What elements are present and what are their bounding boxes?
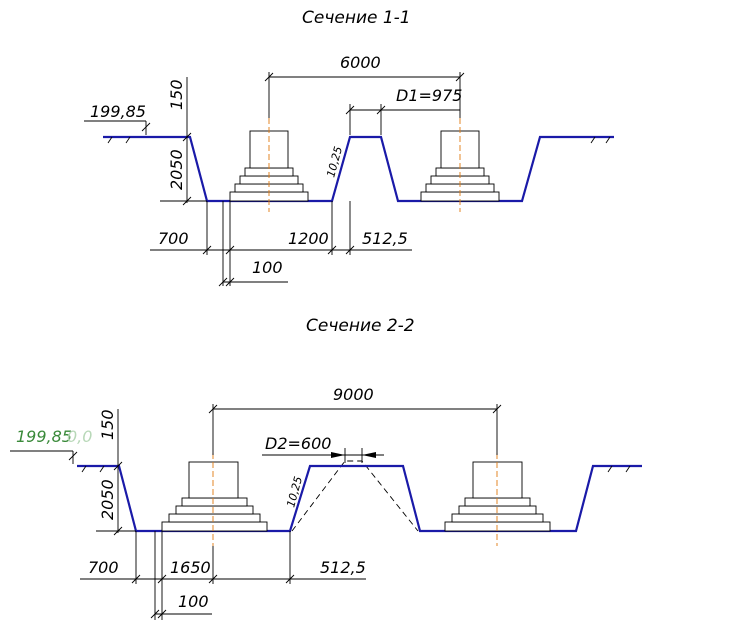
section-1-mid-label: 1200: [288, 229, 329, 248]
section-2-foundation-left: [161, 461, 268, 532]
section-2-arrow-right-icon: [362, 452, 376, 458]
section-2-mid-label: 1650: [170, 558, 211, 577]
section-2-dashed-slopes: [291, 460, 419, 532]
section-2-span-label: 9000: [333, 385, 374, 404]
section-1-d1-label: D1=975: [396, 86, 462, 105]
section-2-right-label: 512,5: [320, 558, 366, 577]
section-1-span-label: 6000: [340, 53, 381, 72]
section-2-foundation-right: [444, 461, 551, 532]
section-1-ground-hatch: [107, 136, 611, 144]
section-1-small-label: 100: [252, 258, 283, 277]
section-1-depth-label: 2050: [167, 149, 186, 190]
section-2-span-dimension: [208, 404, 502, 455]
section-2-ground-hatch: [81, 465, 631, 473]
section-2-small-label: 100: [178, 592, 209, 611]
section-1-level-label: 199,85: [90, 102, 146, 121]
section-2-depth-dimension: [96, 409, 136, 536]
section-2-title: Сечение 2-2: [306, 316, 415, 336]
section-1-1: Сечение 1-1 6000: [84, 8, 614, 287]
section-1-d1-dimension: [345, 104, 460, 135]
section-2-left-label: 700: [88, 558, 119, 577]
section-2-d2-dimension: [262, 448, 384, 463]
section-2-level-ghost-label: 0,0: [67, 427, 92, 446]
section-2-level-label: 199,85: [16, 427, 72, 446]
section-1-right-label: 512,5: [362, 229, 408, 248]
section-2-depth-label: 2050: [98, 479, 117, 520]
section-1-trench-profile: [103, 135, 614, 203]
section-1-depth-dimension: [160, 77, 207, 206]
section-1-bottom-dimensions: [150, 201, 412, 287]
section-2-arrow-left-icon: [331, 452, 345, 458]
section-1-top-label: 150: [167, 79, 186, 110]
section-2-level-mark: [10, 450, 78, 464]
section-1-left-label: 700: [158, 229, 189, 248]
section-2-top-label: 150: [98, 409, 117, 440]
section-2-d2-label: D2=600: [265, 434, 331, 453]
section-1-title: Сечение 1-1: [302, 8, 411, 28]
section-2-bottom-dimensions: [80, 531, 366, 620]
section-1-level-mark: [84, 120, 151, 135]
section-2-2: Сечение 2-2: [10, 316, 642, 620]
section-2-trench-profile: [77, 464, 642, 533]
